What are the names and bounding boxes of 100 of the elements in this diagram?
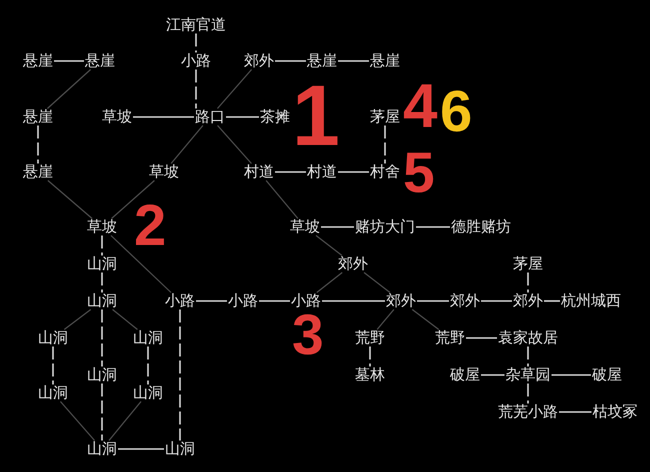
callout-number: 1 [292, 80, 340, 154]
connector-line [196, 300, 227, 302]
room-name: 郊外 [449, 292, 481, 310]
room-name: 小路 [180, 52, 212, 70]
connector-line [369, 346, 371, 366]
connector-line [481, 374, 504, 376]
connector-line [384, 126, 386, 164]
callout-number: 5 [403, 149, 435, 198]
connector-line [101, 272, 103, 292]
room-name: 山洞 [164, 440, 196, 458]
room-name: 小路 [290, 292, 322, 310]
connector-line [481, 300, 512, 302]
connector-line [170, 125, 204, 164]
connector-line [259, 300, 290, 302]
connector-line [321, 226, 354, 228]
room-name: 悬崖 [306, 52, 338, 70]
room-name: 枯坟冢 [592, 404, 638, 420]
room-name: 杂草园 [504, 366, 552, 384]
room-name: 郊外 [337, 256, 369, 272]
connector-line [48, 180, 92, 219]
connector-line [338, 60, 369, 62]
connector-line [52, 346, 54, 384]
room-name: 荒芜小路 [497, 404, 559, 420]
room-name: 茶摊 [259, 108, 291, 126]
connector-line [54, 60, 84, 62]
room-name: 袁家故居 [497, 330, 559, 346]
room-name: 山洞 [86, 366, 118, 384]
room-name: 悬崖 [369, 52, 401, 70]
room-name: 山洞 [86, 292, 118, 310]
room-name: 山洞 [86, 256, 118, 272]
connector-line [316, 235, 342, 256]
room-name: 山洞 [132, 330, 164, 346]
room-name: 草坡 [101, 108, 133, 126]
connector-line [416, 226, 450, 228]
room-name: 破屋 [449, 366, 481, 384]
room-name: 茅屋 [369, 108, 401, 126]
room-name: 路口 [194, 108, 226, 126]
room-name: 草坡 [86, 218, 118, 236]
room-name: 郊外 [512, 292, 544, 310]
room-name: 墓林 [354, 366, 386, 384]
connector-line [217, 125, 252, 164]
connector-line [101, 384, 103, 440]
room-name: 赌坊大门 [354, 218, 416, 236]
connector-line [338, 171, 369, 173]
room-name: 德胜赌坊 [450, 218, 512, 236]
connector-line [111, 180, 155, 219]
room-name: 村道 [306, 164, 338, 180]
room-name: 悬崖 [22, 52, 54, 70]
connector-line [527, 272, 529, 292]
callout-number: 2 [134, 201, 166, 250]
connector-line [376, 309, 394, 330]
room-name: 小路 [164, 292, 196, 310]
room-name: 郊外 [243, 52, 275, 70]
connector-line [64, 309, 92, 330]
connector-line [527, 346, 529, 366]
room-name: 悬崖 [84, 52, 116, 70]
room-name: 杭州城西 [560, 292, 622, 310]
connector-line [559, 411, 592, 413]
connector-line [275, 171, 306, 173]
connector-line [552, 374, 591, 376]
room-name: 山洞 [37, 330, 69, 346]
connector-line [37, 126, 39, 164]
room-name: 村舍 [369, 164, 401, 180]
connector-line [147, 346, 149, 384]
callout-number: 3 [292, 311, 324, 360]
room-name: 山洞 [86, 440, 118, 458]
connector-line [101, 310, 103, 366]
room-name: 草坡 [289, 218, 321, 236]
connector-line [322, 300, 385, 302]
room-name: 破屋 [591, 366, 623, 384]
connector-line [266, 180, 298, 219]
connector-line [544, 300, 560, 302]
connector-line [133, 116, 194, 118]
connector-line [316, 272, 343, 293]
connector-line [195, 70, 197, 108]
connector-line [118, 448, 164, 450]
room-name: 郊外 [385, 292, 417, 310]
connector-line [108, 401, 142, 441]
connector-line [47, 69, 91, 109]
connector-line [216, 69, 252, 109]
connector-line [417, 300, 449, 302]
callout-number: 4 [403, 81, 438, 134]
connector-line [101, 236, 103, 256]
connector-line [412, 309, 440, 330]
connector-line [275, 60, 306, 62]
connector-line [60, 401, 96, 441]
connector-line [110, 235, 172, 293]
room-name: 悬崖 [22, 164, 54, 180]
room-name: 小路 [227, 292, 259, 310]
room-name: 荒野 [434, 330, 466, 346]
room-name: 村道 [243, 164, 275, 180]
room-name: 荒野 [354, 330, 386, 346]
room-name: 草坡 [148, 164, 180, 180]
connector-line [527, 384, 529, 404]
room-name: 山洞 [132, 384, 164, 402]
connector-line [466, 337, 497, 339]
connector-line [226, 116, 259, 118]
connector-line [179, 310, 181, 440]
connector-line [195, 34, 197, 52]
room-name: 山洞 [37, 384, 69, 402]
